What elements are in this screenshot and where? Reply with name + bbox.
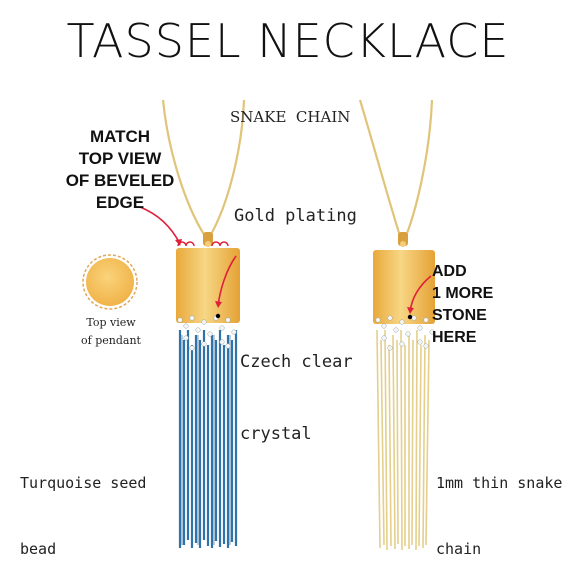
- right-bail: [398, 232, 408, 247]
- gold-plating-label: Gold plating: [234, 206, 357, 226]
- thin-chain-line2: chain: [436, 540, 482, 558]
- left-crystals: [177, 315, 237, 351]
- match-callout-line: OF BEVELED: [65, 171, 175, 190]
- thin-chain-label: 1mm thin snake chain: [436, 428, 562, 576]
- czech-crystal-line1: Czech clear: [240, 352, 353, 372]
- marker-dot-right: [407, 314, 413, 320]
- match-callout-line: EDGE: [95, 193, 145, 212]
- turquoise-line1: Turquoise seed: [20, 474, 147, 492]
- left-bail: [203, 232, 213, 247]
- add-callout-line: 1 MORE: [432, 285, 494, 302]
- page-title: TASSEL NECKLACE: [66, 14, 510, 68]
- add-callout-line: HERE: [432, 329, 477, 346]
- turquoise-line2: bead: [20, 540, 57, 558]
- add-callout-line: STONE: [432, 307, 487, 324]
- left-pendant-cap: [176, 248, 240, 323]
- right-snake-chain: [358, 99, 434, 237]
- match-callout-line: TOP VIEW: [78, 149, 162, 168]
- match-callout-line: MATCH: [89, 127, 151, 146]
- left-snake-chain: [161, 99, 246, 237]
- snake-chain-label: SNAKE CHAIN: [230, 108, 351, 126]
- czech-crystal-label: Czech clear crystal: [240, 302, 353, 494]
- add-callout-line: ADD: [432, 263, 467, 280]
- match-callout: MATCH TOP VIEW OF BEVELED EDGE: [60, 126, 180, 214]
- turquoise-label: Turquoise seed bead: [20, 428, 146, 576]
- top-view-line2: of pendant: [81, 334, 141, 347]
- czech-crystal-line2: crystal: [240, 424, 312, 444]
- right-crystals: [375, 315, 435, 351]
- marker-dot-left: [215, 313, 221, 319]
- top-view-line1: Top view: [86, 316, 136, 329]
- add-stone-callout: ADD 1 MORE STONE HERE: [432, 261, 493, 349]
- top-view-label: Top view of pendant: [64, 314, 158, 350]
- thin-chain-line1: 1mm thin snake: [436, 474, 563, 492]
- right-chain-tassel: [376, 329, 430, 551]
- left-turquoise-tassel: [178, 330, 238, 548]
- right-pendant-cap: [373, 250, 435, 324]
- top-view-disc: [82, 254, 138, 310]
